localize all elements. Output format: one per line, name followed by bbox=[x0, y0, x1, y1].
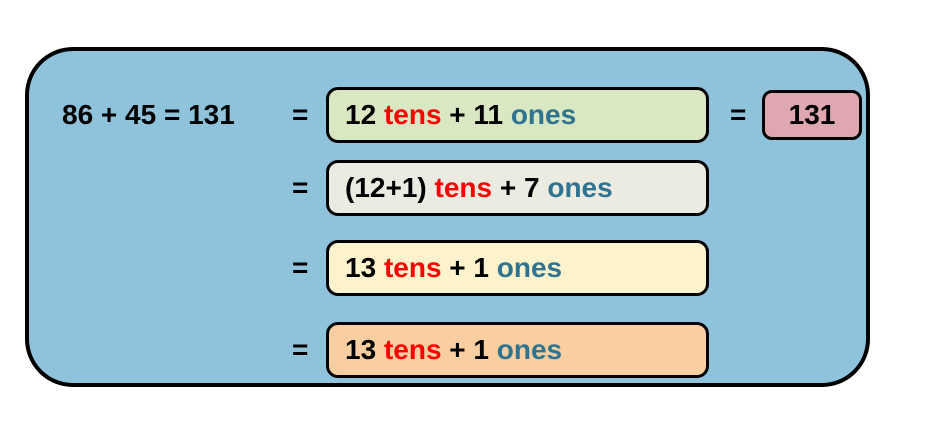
result-box: 131 bbox=[762, 90, 862, 140]
ones-label: ones bbox=[496, 334, 563, 365]
equals-sign: = bbox=[292, 252, 309, 283]
tens-label: tens bbox=[383, 99, 442, 130]
tens-label: tens bbox=[383, 252, 442, 283]
expression-box-row3: 13 tens + 1 ones bbox=[326, 240, 709, 296]
expression-box-row4: 13 tens + 1 ones bbox=[326, 322, 709, 378]
tens-label: tens bbox=[434, 172, 493, 203]
ones-count: + 11 bbox=[441, 99, 511, 130]
tens-count: 12 bbox=[345, 99, 384, 130]
ones-label: ones bbox=[510, 99, 577, 130]
addition-regrouping-panel: 86 + 45 = 131 = 12 tens + 11 ones = 131 … bbox=[25, 47, 870, 387]
equals-sign: = bbox=[292, 99, 309, 130]
ones-label: ones bbox=[547, 172, 613, 203]
ones-count: + 7 bbox=[492, 172, 548, 203]
equals-sign: = bbox=[730, 99, 747, 130]
tens-count: (12+1) bbox=[345, 172, 435, 203]
ones-label: ones bbox=[496, 252, 563, 283]
tens-count: 13 bbox=[345, 334, 384, 365]
equation-lhs: 86 + 45 = 131 bbox=[62, 99, 235, 130]
result-value: 131 bbox=[788, 99, 836, 130]
equals-sign: = bbox=[292, 334, 309, 365]
expression-box-row1: 12 tens + 11 ones bbox=[326, 87, 709, 143]
tens-label: tens bbox=[383, 334, 442, 365]
equals-sign: = bbox=[292, 172, 309, 203]
ones-count: + 1 bbox=[441, 334, 497, 365]
tens-count: 13 bbox=[345, 252, 384, 283]
expression-box-row2: (12+1) tens + 7 ones bbox=[326, 160, 709, 216]
ones-count: + 1 bbox=[441, 252, 497, 283]
